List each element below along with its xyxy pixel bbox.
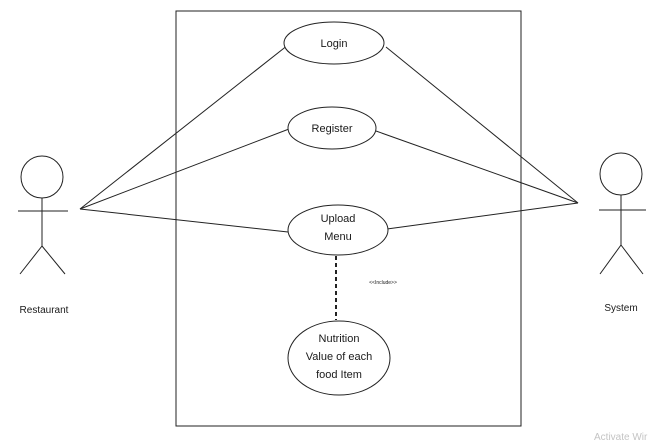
system-boundary: [175, 10, 522, 427]
use-case-nutrition: Nutrition Value of each food Item: [287, 320, 391, 396]
association-lines: [79, 44, 579, 233]
assoc-restaurant-register: [79, 128, 290, 210]
use-case-register-label: Register: [312, 123, 353, 135]
actor-system-head: [599, 152, 643, 196]
use-case-nutrition-label-line3: food Item: [316, 369, 362, 381]
use-case-nutrition-label-line1: Nutrition: [319, 333, 360, 345]
actor-system-label: System: [604, 303, 637, 314]
assoc-system-upload: [386, 202, 579, 230]
actor-restaurant-label: Restaurant: [20, 305, 69, 316]
use-case-upload-menu-label-line2: Menu: [324, 231, 352, 243]
use-case-login: Login: [283, 21, 385, 65]
actor-system: System: [599, 152, 646, 314]
assoc-system-login: [385, 46, 579, 204]
use-case-upload-menu-label-line1: Upload: [321, 213, 356, 225]
use-case-register: Register: [287, 106, 377, 150]
activate-windows-watermark: Activate Wir: [594, 432, 648, 443]
actor-restaurant-head: [20, 155, 64, 199]
assoc-restaurant-login: [79, 44, 289, 210]
actor-restaurant: Restaurant: [18, 155, 69, 316]
assoc-system-register: [375, 130, 579, 204]
include-label: <<Include>>: [369, 280, 397, 286]
assoc-restaurant-upload: [79, 208, 289, 233]
use-case-nutrition-label-line2: Value of each: [306, 351, 372, 363]
use-case-upload-menu: Upload Menu: [287, 204, 389, 256]
use-case-login-label: Login: [321, 38, 348, 50]
